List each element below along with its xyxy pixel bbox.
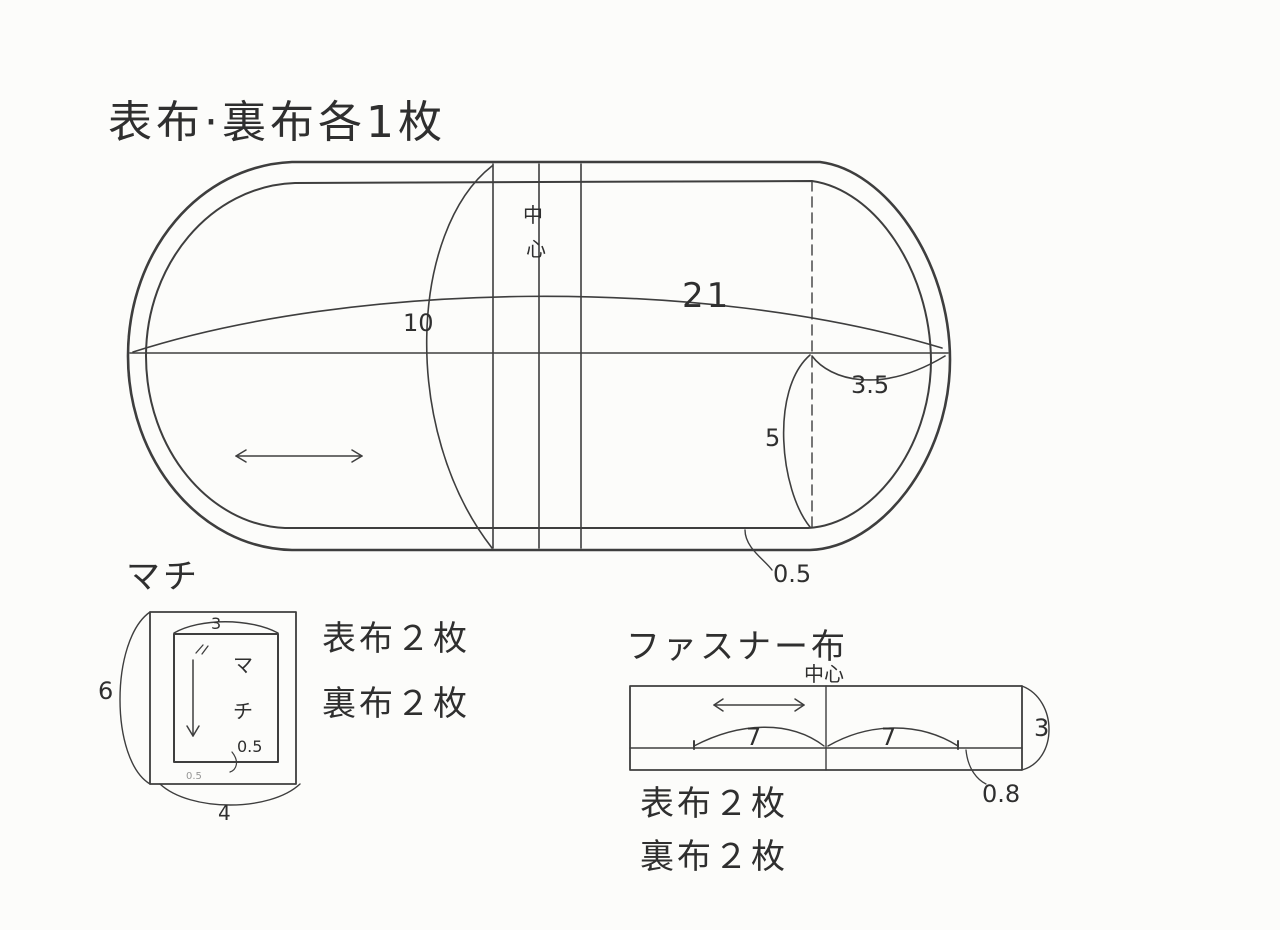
grain-arrow-heads bbox=[235, 449, 363, 463]
gusset-outer-width-label: 4 bbox=[218, 801, 231, 825]
zipper-right-arc bbox=[827, 727, 959, 747]
zipper-qty-lining: 裏布２枚 bbox=[640, 837, 788, 877]
zipper-height-label: 3 bbox=[1034, 714, 1049, 742]
length-label: 21 bbox=[682, 276, 731, 316]
center-label-1: 中 bbox=[523, 203, 543, 227]
gusset-width-arc bbox=[173, 621, 279, 634]
zipper-center-label: 中心 bbox=[804, 662, 844, 686]
corner-height-arc bbox=[782, 354, 811, 528]
height-label: 10 bbox=[403, 309, 434, 337]
gusset-qty-lining: 裏布２枚 bbox=[322, 684, 470, 724]
gusset-seam-label: 0.5 bbox=[237, 737, 262, 756]
gusset-small-label: 0.5 bbox=[186, 771, 202, 782]
main-pattern: 表布·裏布各1枚 中 心 21 10 3.5 5 0.5 bbox=[108, 97, 952, 588]
gusset-seam-leader bbox=[229, 751, 238, 773]
center-label-2: 心 bbox=[526, 237, 546, 261]
seam-allowance-label: 0.5 bbox=[773, 560, 811, 588]
zipper-seam-leader bbox=[965, 749, 987, 785]
gusset-qty-outer: 表布２枚 bbox=[322, 619, 470, 659]
gusset-piece-label-1: マ bbox=[233, 653, 253, 677]
gusset-title: マチ bbox=[126, 557, 200, 597]
zipper-right-length-label: 7 bbox=[881, 723, 896, 751]
gusset-inner-rect bbox=[173, 633, 279, 763]
gusset-outer-width-arc bbox=[159, 783, 301, 806]
gusset-outer-rect bbox=[149, 611, 297, 785]
outer-outline bbox=[126, 160, 952, 552]
gusset-width-label: 3 bbox=[211, 614, 221, 633]
zipper-cloth-title: ファスナー布 bbox=[626, 627, 848, 667]
gusset-piece-label-2: チ bbox=[233, 699, 253, 723]
length-arc bbox=[132, 295, 943, 353]
gusset-pattern: マチ 3 マ チ 0.5 0.5 6 4 表布２枚 裏布２枚 bbox=[98, 557, 470, 825]
zipper-seam-label: 0.8 bbox=[982, 780, 1020, 808]
zipper-cloth-pattern: ファスナー布 中心 7 7 3 0.8 表布２枚 裏布２枚 bbox=[626, 627, 1050, 877]
seam-leader bbox=[744, 529, 773, 571]
gusset-height-arc bbox=[119, 611, 151, 785]
zipper-left-length-label: 7 bbox=[746, 723, 761, 751]
corner-width-arc bbox=[811, 355, 946, 381]
gusset-tick-marks bbox=[195, 644, 209, 655]
gusset-height-label: 6 bbox=[98, 677, 113, 705]
zipper-height-arc bbox=[1021, 685, 1050, 771]
main-pattern-title: 表布·裏布各1枚 bbox=[108, 97, 446, 148]
corner-width-label: 3.5 bbox=[851, 371, 889, 399]
height-arc bbox=[425, 165, 493, 549]
zipper-left-arc bbox=[693, 726, 825, 747]
zipper-qty-outer: 表布２枚 bbox=[640, 784, 788, 824]
gusset-grain-head bbox=[186, 725, 200, 737]
zipper-grain-heads bbox=[713, 698, 805, 712]
inner-outline bbox=[145, 180, 932, 529]
corner-height-label: 5 bbox=[765, 424, 780, 452]
